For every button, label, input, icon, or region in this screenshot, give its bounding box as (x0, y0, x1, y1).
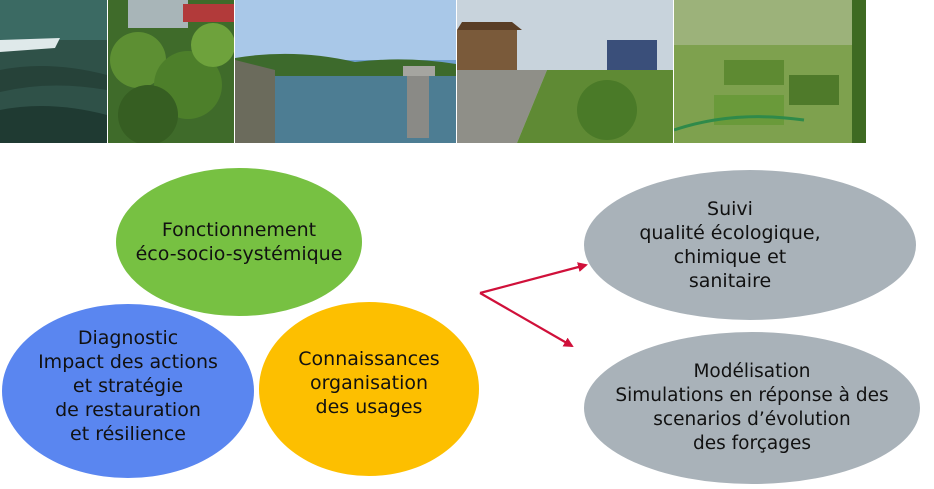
vegetable-plots-photo (674, 0, 866, 143)
arrow-to-modelisation (479, 292, 574, 347)
suivi-text: Suivi qualité écologique, chimique et sa… (639, 198, 821, 292)
fonctionnement-text: Fonctionnement éco-socio-systémique (135, 219, 343, 265)
garden-plants-photo (108, 0, 234, 143)
diagnostic-text: Diagnostic Impact des actions et stratég… (38, 327, 218, 445)
fonctionnement-ellipse: Fonctionnement éco-socio-systémique (116, 168, 362, 316)
diagnostic-ellipse: Diagnostic Impact des actions et stratég… (2, 304, 254, 478)
photo-strip (0, 0, 866, 143)
water-surface-photo (0, 0, 107, 143)
suivi-ellipse: Suivi qualité écologique, chimique et sa… (584, 170, 916, 320)
arrow-to-suivi (479, 262, 588, 295)
connaissances-text: Connaissances organisation des usages (298, 348, 440, 418)
modelisation-ellipse: Modélisation Simulations en réponse à de… (584, 332, 920, 484)
urban-garden-photo (457, 0, 673, 143)
reservoir-dam-photo (235, 0, 456, 143)
modelisation-text: Modélisation Simulations en réponse à de… (615, 361, 889, 454)
connaissances-ellipse: Connaissances organisation des usages (259, 302, 479, 476)
